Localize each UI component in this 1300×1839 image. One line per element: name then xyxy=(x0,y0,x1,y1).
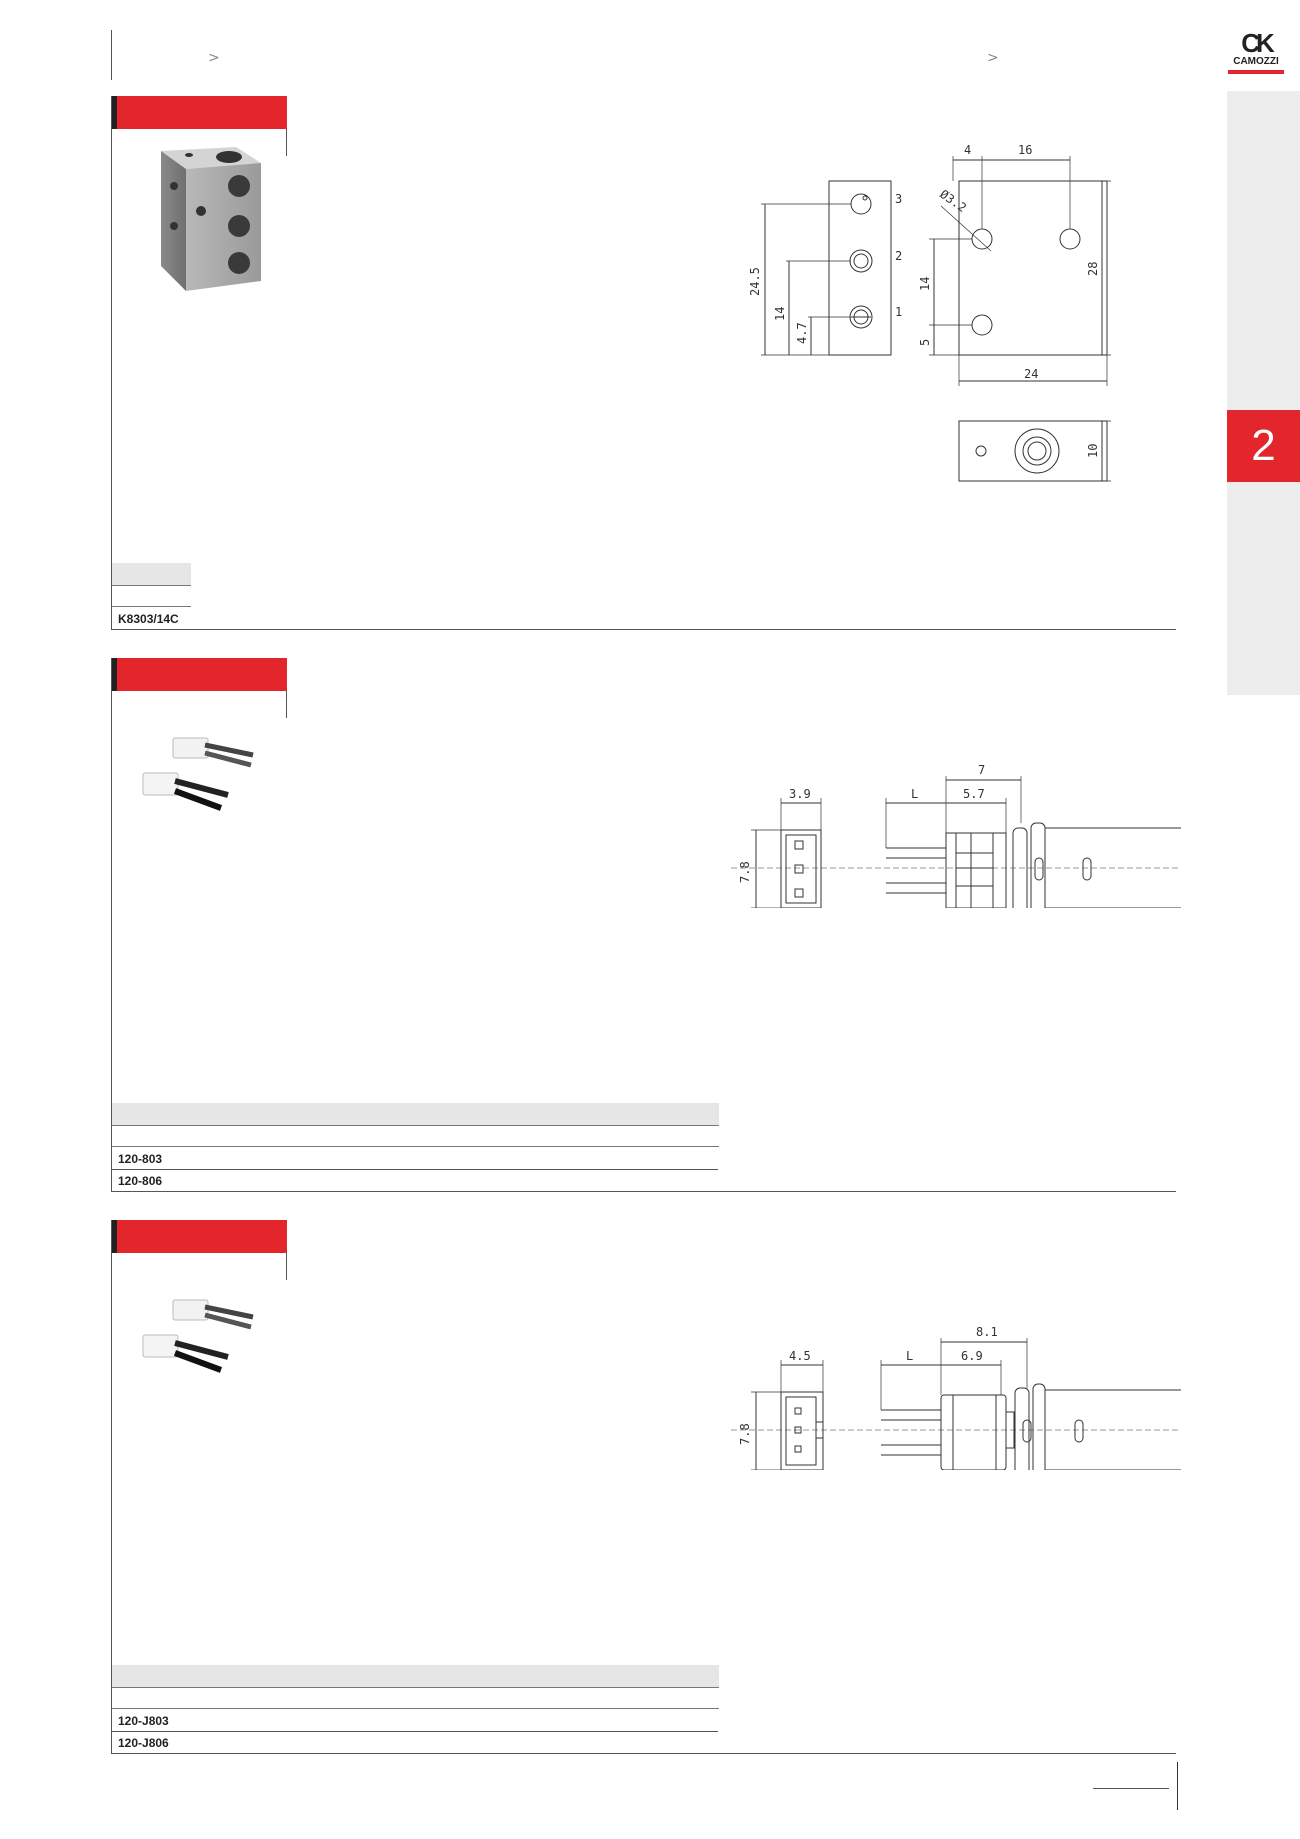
dim-28: 28 xyxy=(1086,262,1100,276)
product-code: K8303/14C xyxy=(118,612,179,626)
dim-7-8: 7.8 xyxy=(738,861,752,883)
dim-lead-l: L xyxy=(911,787,918,801)
section-left-rule xyxy=(111,658,112,1191)
product-code: 120-J803 xyxy=(118,1714,169,1728)
product-image-connector xyxy=(142,1299,254,1373)
dim-5: 5 xyxy=(918,339,932,346)
dim-14-side: 14 xyxy=(773,307,787,321)
footer-vertical-rule xyxy=(1177,1762,1178,1810)
dim-4-5: 4.5 xyxy=(789,1349,811,1363)
logo-text: CAMOZZI xyxy=(1233,56,1279,67)
table-row[interactable]: 120-803 xyxy=(111,1147,718,1170)
table-header xyxy=(112,563,191,585)
table-header-rule xyxy=(112,1687,719,1688)
product-image-block xyxy=(161,147,261,291)
table-header-rule-2 xyxy=(112,1146,719,1147)
logo-underline xyxy=(1228,70,1284,74)
section-left-rule xyxy=(111,96,112,630)
port-label-3: 3 xyxy=(895,192,902,206)
port-label-1: 1 xyxy=(895,305,902,319)
dim-diameter: Ø3.2 xyxy=(937,187,969,215)
section-title-bar xyxy=(111,658,287,691)
dim-4-7: 4.7 xyxy=(795,322,809,344)
table-header-rule xyxy=(112,585,191,586)
dim-10: 10 xyxy=(1086,444,1100,458)
breadcrumb-right: > xyxy=(987,50,999,66)
section-title-divider xyxy=(286,691,287,718)
section-title-divider xyxy=(286,129,287,156)
section-title-bar xyxy=(111,96,287,129)
product-code: 120-806 xyxy=(118,1174,163,1188)
product-code: 120-J806 xyxy=(118,1736,169,1750)
dim-lead-l: L xyxy=(906,1349,913,1363)
section-left-rule xyxy=(111,1220,112,1753)
technical-drawing-block: 3 2 1 24.5 14 4.7 4 16 Ø3.2 14 5 24 28 1… xyxy=(748,143,1111,482)
dim-7: 7 xyxy=(978,763,985,777)
table-row[interactable]: 120-806 xyxy=(111,1169,1176,1192)
dim-6-9: 6.9 xyxy=(961,1349,983,1363)
dim-14-front: 14 xyxy=(918,277,932,291)
dim-5-7: 5.7 xyxy=(963,787,985,801)
table-row[interactable]: 120-J806 xyxy=(111,1731,1176,1754)
dim-16: 16 xyxy=(1018,143,1032,157)
table-row[interactable]: K8303/14C xyxy=(111,607,1176,630)
product-section-2: 3.9 7.8 L 5.7 7 120-803 120-806 xyxy=(111,658,1181,1192)
product-section-1: 3 2 1 24.5 14 4.7 4 16 Ø3.2 14 5 24 28 1… xyxy=(111,96,1177,630)
chapter-tab[interactable]: 2 xyxy=(1227,410,1300,482)
dim-7-8: 7.8 xyxy=(738,1423,752,1445)
technical-drawing-connector: 3.9 7.8 L 5.7 7 xyxy=(731,763,1181,908)
product-section-3: 4.5 7.8 L 6.9 8.1 120-J803 120-J806 xyxy=(111,1220,1181,1754)
dim-24-5: 24.5 xyxy=(748,267,762,296)
section-title-bar xyxy=(111,1220,287,1253)
dim-24: 24 xyxy=(1024,367,1038,381)
breadcrumb-left: > xyxy=(208,50,220,66)
logo-mark: CK xyxy=(1241,28,1275,58)
camozzi-logo: CK CAMOZZI xyxy=(1226,30,1286,74)
product-image-connector xyxy=(142,737,254,811)
table-header-rule xyxy=(112,1125,719,1126)
table-header xyxy=(112,1103,719,1125)
table-header-rule-2 xyxy=(112,1708,719,1709)
table-header xyxy=(112,1665,719,1687)
port-label-2: 2 xyxy=(895,249,902,263)
section-title-divider xyxy=(286,1253,287,1280)
dim-3-9: 3.9 xyxy=(789,787,811,801)
chapter-sidebar xyxy=(1227,91,1300,695)
dim-8-1: 8.1 xyxy=(976,1325,998,1339)
page-left-rule xyxy=(111,30,112,80)
dim-4: 4 xyxy=(964,143,971,157)
product-code: 120-803 xyxy=(118,1152,163,1166)
footer-rule xyxy=(1093,1788,1169,1789)
table-header-rule-2 xyxy=(112,606,191,607)
technical-drawing-connector: 4.5 7.8 L 6.9 8.1 xyxy=(731,1325,1181,1470)
table-row[interactable]: 120-J803 xyxy=(111,1709,718,1732)
